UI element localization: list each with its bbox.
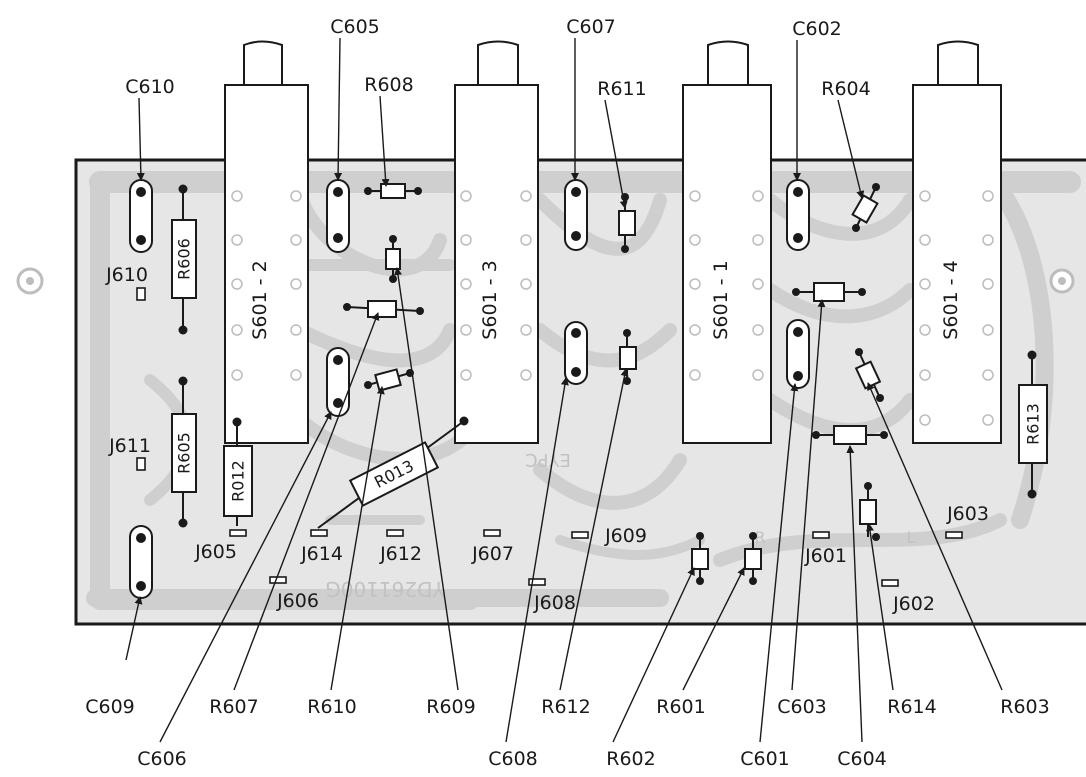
silkscreen-r-mark: R xyxy=(754,528,765,547)
capacitor-c602 xyxy=(786,179,810,251)
callout-j607: J607 xyxy=(471,543,514,565)
resistor-r601-small xyxy=(744,532,762,585)
callout-r604: R604 xyxy=(821,78,870,100)
callout-c604: C604 xyxy=(837,748,887,770)
resistor-label-r012: R012 xyxy=(229,460,248,502)
leader-lines xyxy=(125,37,1003,743)
switch-s601-4: S601 - 4 xyxy=(912,40,1002,444)
capacitor-c610 xyxy=(129,179,153,253)
switch-s601-2: S601 - 2 xyxy=(224,40,309,444)
resistor-r606: R606 xyxy=(171,184,197,335)
callout-c608: C608 xyxy=(488,748,538,770)
resistor-r608 xyxy=(364,183,422,199)
callout-c601: C601 xyxy=(740,748,790,770)
callout-r609: R609 xyxy=(426,696,475,718)
resistor-r602-small xyxy=(691,532,709,585)
callout-r610: R610 xyxy=(307,696,356,718)
resistor-label-r606: R606 xyxy=(175,238,194,280)
callout-j608: J608 xyxy=(533,592,576,614)
callout-c610: C610 xyxy=(125,76,175,98)
silkscreen-eypc: EYPC xyxy=(525,449,571,470)
capacitor-c605 xyxy=(326,179,350,253)
jumper-pads xyxy=(136,287,963,587)
silkscreen-board-code: YD261100G xyxy=(325,577,445,601)
callout-j603: J603 xyxy=(946,503,989,525)
callout-j612: J612 xyxy=(379,543,422,565)
resistor-c604-area xyxy=(812,425,888,445)
callout-r603: R603 xyxy=(1000,696,1049,718)
callout-labels: C610 C605 R608 C607 R611 C602 R604 J610 … xyxy=(85,16,1050,770)
callout-r611: R611 xyxy=(597,78,646,100)
callout-c606: C606 xyxy=(137,748,187,770)
silkscreen-l-mark: L xyxy=(907,528,916,547)
callout-j611: J611 xyxy=(108,435,151,457)
callout-r607: R607 xyxy=(209,696,258,718)
mounting-hole-left xyxy=(16,267,44,295)
capacitor-c609 xyxy=(129,525,153,599)
capacitor-c607 xyxy=(564,179,588,251)
callout-r614: R614 xyxy=(887,696,936,718)
resistor-r612-small xyxy=(619,329,637,385)
callout-r612: R612 xyxy=(541,696,590,718)
switch-label: S601 - 2 xyxy=(249,260,271,339)
callout-j609: J609 xyxy=(604,525,647,547)
capacitor-c608 xyxy=(564,321,588,385)
resistor-r610-small xyxy=(364,368,414,392)
switch-label: S601 - 3 xyxy=(479,260,501,339)
callout-c609: C609 xyxy=(85,696,135,718)
callout-r608: R608 xyxy=(364,74,413,96)
callout-j610: J610 xyxy=(105,264,148,286)
capacitor-c606 xyxy=(326,347,350,417)
callout-c605: C605 xyxy=(330,16,380,38)
switch-label: S601 - 1 xyxy=(710,260,732,339)
resistor-r604-small xyxy=(851,183,880,232)
resistor-r609-small xyxy=(385,235,401,283)
switch-s601-1: S601 - 1 xyxy=(682,40,772,444)
resistor-r603-small-upper xyxy=(792,282,866,302)
callout-j606: J606 xyxy=(276,590,319,612)
resistor-label-r613: R613 xyxy=(1024,403,1043,445)
resistor-label-r605: R605 xyxy=(175,432,194,474)
callout-r601: R601 xyxy=(656,696,705,718)
callout-j601: J601 xyxy=(804,545,847,567)
capacitor-c601 xyxy=(786,319,810,389)
callout-j602: J602 xyxy=(892,593,935,615)
switch-s601-3: S601 - 3 xyxy=(454,40,539,444)
callout-r602: R602 xyxy=(606,748,655,770)
mounting-hole-right xyxy=(1049,268,1075,294)
resistor-r012: R012 xyxy=(223,417,253,526)
callout-c602: C602 xyxy=(792,18,842,40)
switch-pin-holes xyxy=(231,190,994,426)
switch-label: S601 - 4 xyxy=(940,260,962,339)
callout-c603: C603 xyxy=(777,696,827,718)
callout-j605: J605 xyxy=(194,541,237,563)
resistor-r613: R613 xyxy=(1018,350,1048,499)
callout-c607: C607 xyxy=(566,16,616,38)
callout-j614: J614 xyxy=(300,543,343,565)
resistor-r605: R605 xyxy=(171,376,197,528)
